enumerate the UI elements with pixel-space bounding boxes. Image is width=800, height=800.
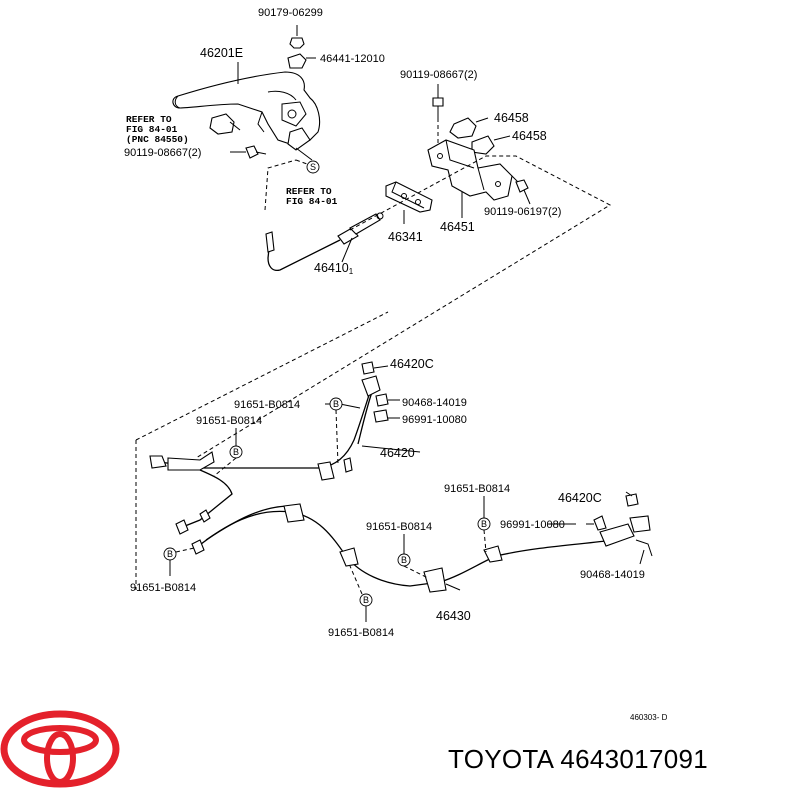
label-clip-b6: 91651-B0814 [328,627,394,639]
b-symbol-4: B [397,534,429,579]
svg-text:B: B [363,595,369,605]
s-symbol: S [295,147,320,174]
bolt-right-part [432,84,444,146]
bolt-left-part [230,145,267,159]
part-number-title: TOYOTA 4643017091 [448,744,708,774]
svg-text:S: S [310,162,316,172]
label-refer-note-1-line3: (PNC 84550) [126,134,189,145]
equalizer-part [385,181,433,224]
label-clip-c-top: 96991-10080 [402,414,467,426]
diagram-code: 460303- D [630,713,668,722]
label-pad-2: 46458 [512,129,547,143]
label-pad-1: 46458 [494,111,529,125]
b-symbol-2: B [213,428,243,477]
label-refer-note-2-line1: REFER TO [286,186,332,197]
label-retainer-top: 46420C [390,357,434,371]
front-cable-part [265,212,384,272]
label-clip-b1: 91651-B0814 [234,399,300,411]
label-clip-a-top: 90468-14019 [402,397,467,409]
b-symbol-5: B [163,547,195,576]
label-clip-c-right: 96991-10080 [500,519,565,531]
retainer-right-part [625,491,639,507]
label-clip-b5: 91651-B0814 [130,582,196,594]
label-bolt-right: 90119-08667(2) [400,69,477,81]
b-symbol-1: B [325,397,343,465]
label-refer-note-1-line2: FIG 84-01 [126,124,178,135]
cover-cap-part [287,53,316,69]
label-refer-note-2-line2: FIG 84-01 [286,196,338,207]
clip-a-top-part [375,393,400,407]
svg-text:B: B [333,399,339,409]
nut-top-part [289,25,305,49]
svg-text:B: B [233,447,239,457]
label-clip-b3: 91651-B0814 [444,483,510,495]
lever-part [172,62,321,151]
clip-c-top-part [373,409,400,423]
cable-right-part [191,503,651,593]
bolt-bracket-part [511,175,531,205]
label-retainer-right: 46420C [558,491,602,505]
label-clip-a-right: 90468-14019 [580,569,645,581]
label-bracket: 46451 [440,220,475,234]
pads-part [449,117,511,155]
label-cable-left: 46420 [380,446,415,460]
b-symbol-3: B [477,496,491,553]
cable-left-part [149,375,381,535]
label-front-cable: 464101 [314,261,354,276]
label-cable-right: 46430 [436,609,471,623]
label-lever: 46201E [200,46,243,60]
label-equalizer: 46341 [388,230,423,244]
clip-a-right-part [635,539,653,565]
toyota-logo [0,710,120,788]
svg-text:B: B [167,549,173,559]
label-bolt-bracket: 90119-06197(2) [484,206,561,218]
svg-text:B: B [481,519,487,529]
label-cover-cap: 46441-12010 [320,53,385,65]
label-nut-top: 90179-06299 [258,7,323,19]
svg-text:B: B [401,555,407,565]
bracket-part [427,139,513,218]
label-clip-b2: 91651-B0814 [196,415,262,427]
label-clip-b4: 91651-B0814 [366,521,432,533]
switch-part [209,113,241,135]
retainer-top-part [361,361,389,375]
label-refer-note-1-line1: REFER TO [126,114,172,125]
b-symbol-6: B [349,565,373,622]
label-bolt-left: 90119-08667(2) [124,147,201,159]
clip-c-right-part [586,515,607,531]
